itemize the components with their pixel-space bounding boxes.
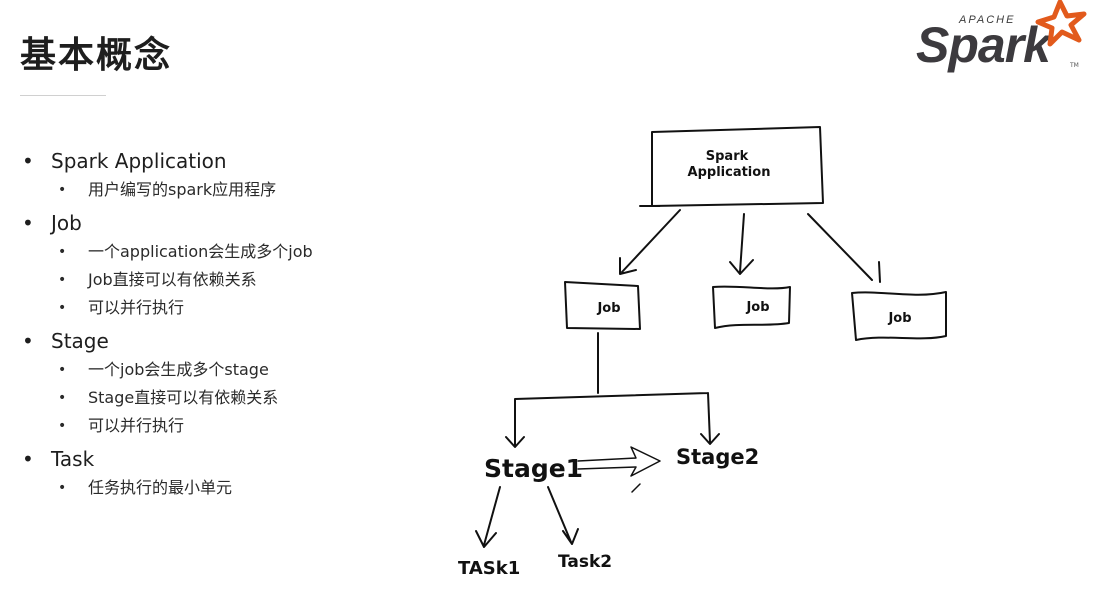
arrow-app-job3 (807, 213, 881, 283)
concept-item: Task 任务执行的最小单元 (22, 444, 313, 502)
application-box (639, 126, 824, 207)
apache-spark-logo: APACHE Spark TM (910, 0, 1100, 78)
job3-box (851, 291, 947, 341)
concept-item: Spark Application 用户编写的spark应用程序 (22, 146, 313, 204)
concept-label: Job (51, 211, 82, 235)
concept-item: Job 一个application会生成多个job Job直接可以有依赖关系 可… (22, 208, 313, 322)
stage2-label: Stage2 (676, 445, 759, 469)
concept-detail: 用户编写的spark应用程序 (51, 176, 313, 204)
concept-item: Stage 一个job会生成多个stage Stage直接可以有依赖关系 可以并… (22, 326, 313, 440)
concept-detail: 一个application会生成多个job (51, 238, 313, 266)
application-label-line2: Application (688, 165, 771, 180)
concept-detail: 可以并行执行 (51, 412, 313, 440)
job3-label: Job (887, 311, 911, 326)
concept-detail: 一个job会生成多个stage (51, 356, 313, 384)
stage1-label: Stage1 (484, 454, 583, 483)
slide-title: 基本概念 (20, 35, 173, 76)
concept-label: Stage (51, 329, 109, 353)
arrow-app-job1 (619, 209, 681, 275)
concept-detail: Stage直接可以有依赖关系 (51, 384, 313, 412)
job1-label: Job (596, 301, 620, 316)
arrow-stage1-task1 (475, 486, 501, 548)
job2-box (712, 285, 791, 329)
concept-label: Task (51, 447, 95, 471)
arrow-stage1-stage2 (577, 446, 661, 493)
arrow-app-job2 (729, 213, 754, 275)
application-label-line1: Spark (706, 149, 749, 164)
job2-label: Job (745, 300, 769, 315)
concept-detail: Job直接可以有依赖关系 (51, 266, 313, 294)
concept-detail: 任务执行的最小单元 (51, 474, 313, 502)
arrow-stage1-task2 (547, 486, 579, 545)
concept-label: Spark Application (51, 149, 227, 173)
task1-label: TASk1 (458, 558, 520, 579)
logo-spark-text: Spark (916, 17, 1051, 73)
logo-tm-text: TM (1070, 62, 1079, 69)
logo-apache-text: APACHE (959, 14, 1016, 26)
job1-box (564, 281, 641, 330)
concept-detail: 可以并行执行 (51, 294, 313, 322)
concept-list: Spark Application 用户编写的spark应用程序 Job 一个a… (22, 146, 313, 506)
task2-label: Task2 (558, 552, 612, 572)
title-divider (20, 95, 106, 96)
spark-star-icon (1035, 0, 1087, 47)
connector-job1-stages (505, 332, 720, 448)
